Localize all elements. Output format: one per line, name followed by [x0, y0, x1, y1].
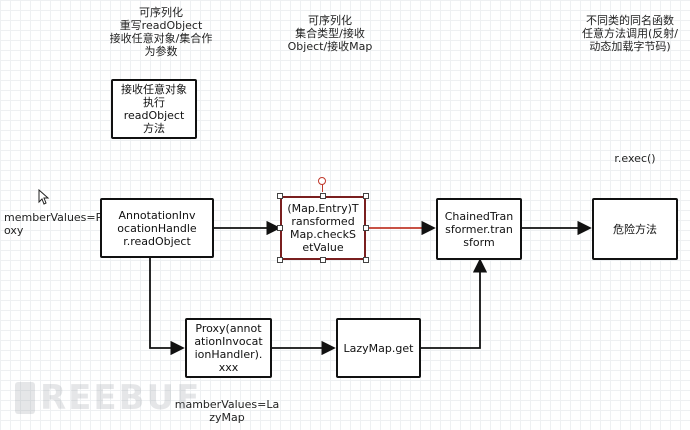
resize-handle-nw[interactable] — [277, 193, 283, 199]
resize-handle-ne[interactable] — [363, 193, 369, 199]
proxy-label: Proxy(annot ationInvocat ionHandler). xx… — [194, 322, 263, 374]
lazymap-label: LazyMap.get — [343, 341, 414, 355]
annotation-handler-node[interactable]: AnnotationInv ocationHandle r.readObject — [100, 198, 214, 258]
member-values-lazymap-note: mamberValues=La zyMap — [174, 398, 280, 424]
readobject-note: 可序列化 重写readObject 接收任意对象/集合作 为参数 — [109, 6, 213, 58]
resize-handle-e[interactable] — [363, 225, 369, 231]
annotation-handler-label: AnnotationInv ocationHandle r.readObject — [117, 208, 197, 248]
legend-box-label: 接收任意对象 执行 readObject 方法 — [121, 83, 187, 135]
member-values-proxy-note: memberValues=Pr oxy — [4, 211, 107, 237]
mouse-cursor-icon — [38, 189, 50, 205]
chained-transformer-label: ChainedTran sformer.tran sform — [444, 209, 514, 249]
lazymap-node[interactable]: LazyMap.get — [336, 318, 421, 378]
resize-handle-w[interactable] — [277, 225, 283, 231]
rotate-handle-stem — [322, 184, 323, 192]
resize-handle-s[interactable] — [320, 257, 326, 263]
watermark-shield-icon — [15, 382, 35, 414]
arrow-annotation-to-proxy[interactable] — [149, 258, 185, 356]
serializable-note: 可序列化 集合类型/接收 Object/接收Map — [287, 14, 373, 53]
proxy-node[interactable]: Proxy(annot ationInvocat ionHandler). xx… — [185, 318, 272, 378]
resize-handle-se[interactable] — [363, 257, 369, 263]
resize-handle-sw[interactable] — [277, 257, 283, 263]
map-entry-node[interactable]: (Map.Entry)T ransformed Map.checkS etVal… — [280, 196, 366, 260]
legend-box[interactable]: 接收任意对象 执行 readObject 方法 — [111, 79, 197, 139]
resize-handle-n[interactable] — [320, 193, 326, 199]
chained-transformer-node[interactable]: ChainedTran sformer.tran sform — [436, 198, 522, 260]
exec-note: r.exec() — [614, 152, 656, 165]
watermark-logo: REEBUF — [14, 378, 201, 418]
reflection-note: 不同类的同名函数 任意方法调用(反射/ 动态加载字节码) — [582, 14, 678, 53]
arrow-lazymap-to-chained[interactable] — [421, 258, 488, 349]
danger-method-label: 危险方法 — [613, 222, 657, 236]
map-entry-label: (Map.Entry)T ransformed Map.checkS etVal… — [287, 202, 359, 254]
danger-method-node[interactable]: 危险方法 — [592, 198, 678, 260]
rotate-handle[interactable] — [318, 177, 326, 185]
